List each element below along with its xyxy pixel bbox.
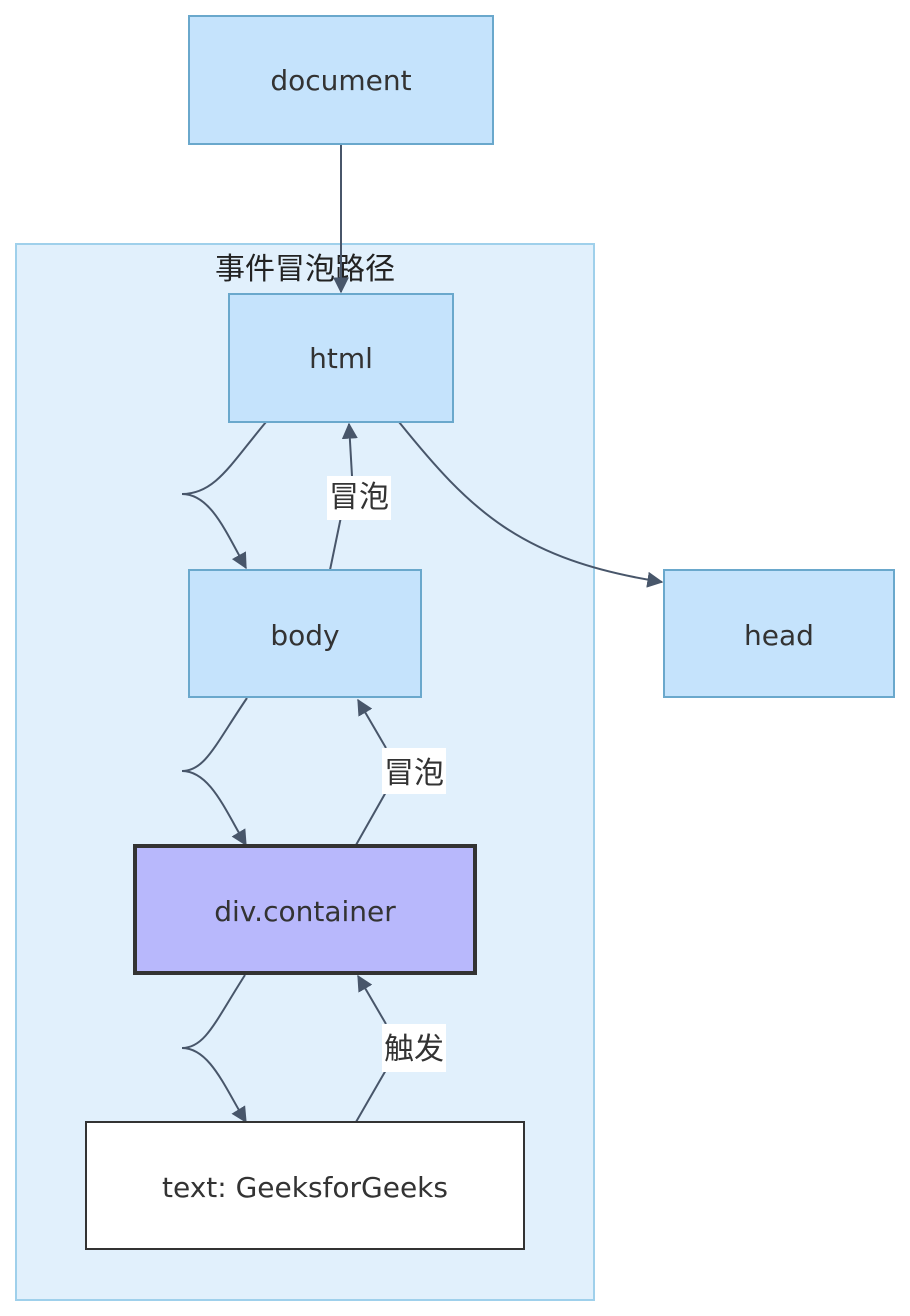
node-div-container[interactable]: div.container — [133, 844, 477, 975]
node-label: div.container — [214, 895, 396, 928]
svg-text:触发: 触发 — [384, 1032, 444, 1067]
edge-body-to-div — [181, 697, 248, 847]
node-head[interactable]: head — [663, 569, 895, 698]
node-html[interactable]: html — [228, 293, 454, 423]
cluster-title: 事件冒泡路径 — [215, 252, 395, 287]
edge-label-bubble-2: 冒泡 — [382, 748, 446, 794]
edge-div-to-body — [356, 700, 387, 846]
node-label: body — [270, 619, 339, 652]
node-label: head — [744, 619, 814, 652]
node-document[interactable]: document — [188, 15, 494, 145]
node-body[interactable]: body — [188, 569, 422, 698]
edge-label-trigger: 触发 — [382, 1024, 446, 1072]
edge-html-to-head — [398, 421, 664, 588]
edge-div-to-text — [181, 974, 247, 1124]
node-label: text: GeeksforGeeks — [162, 1171, 448, 1204]
edge-body-to-html — [329, 424, 352, 571]
edges — [181, 145, 664, 1124]
edge-html-to-body — [181, 421, 267, 570]
node-label: html — [309, 342, 373, 375]
svg-text:冒泡: 冒泡 — [384, 756, 444, 791]
svg-text:冒泡: 冒泡 — [329, 480, 389, 515]
node-label: document — [270, 64, 411, 97]
node-text-geeksforgeeks[interactable]: text: GeeksforGeeks — [85, 1121, 525, 1250]
edge-text-to-div — [356, 976, 387, 1123]
edge-label-bubble-1: 冒泡 — [327, 476, 391, 520]
